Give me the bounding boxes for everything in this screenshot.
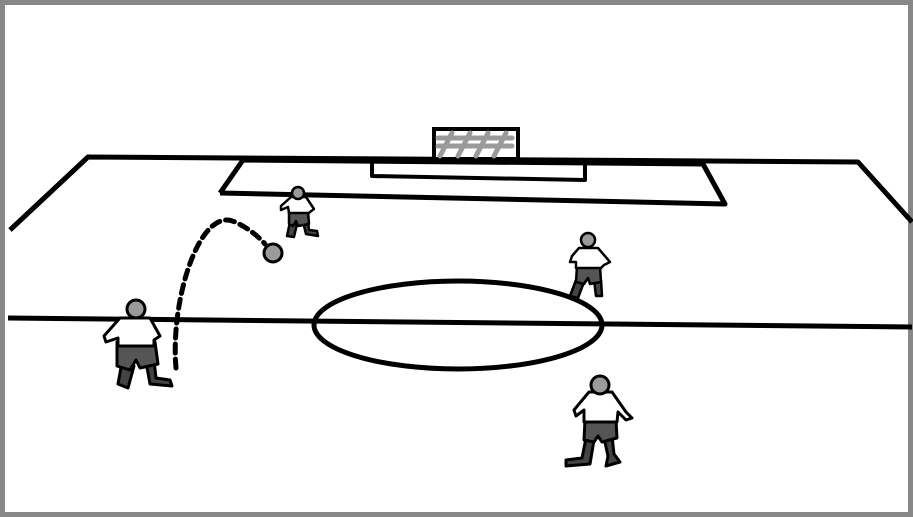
player-shirt — [570, 248, 610, 268]
player-head — [591, 376, 609, 394]
goal — [434, 129, 518, 159]
player-kicker — [104, 300, 172, 388]
pitch-perimeter-line — [10, 157, 912, 230]
player-head — [127, 300, 145, 318]
soccer-ball — [264, 244, 282, 262]
player-head — [292, 187, 304, 199]
player-right-midfield — [570, 233, 610, 298]
player-shirt — [574, 392, 632, 422]
player-shirt — [104, 318, 160, 346]
player-head — [581, 233, 595, 247]
player-bottom-right — [566, 376, 632, 466]
lofted-pass-path — [175, 220, 265, 368]
